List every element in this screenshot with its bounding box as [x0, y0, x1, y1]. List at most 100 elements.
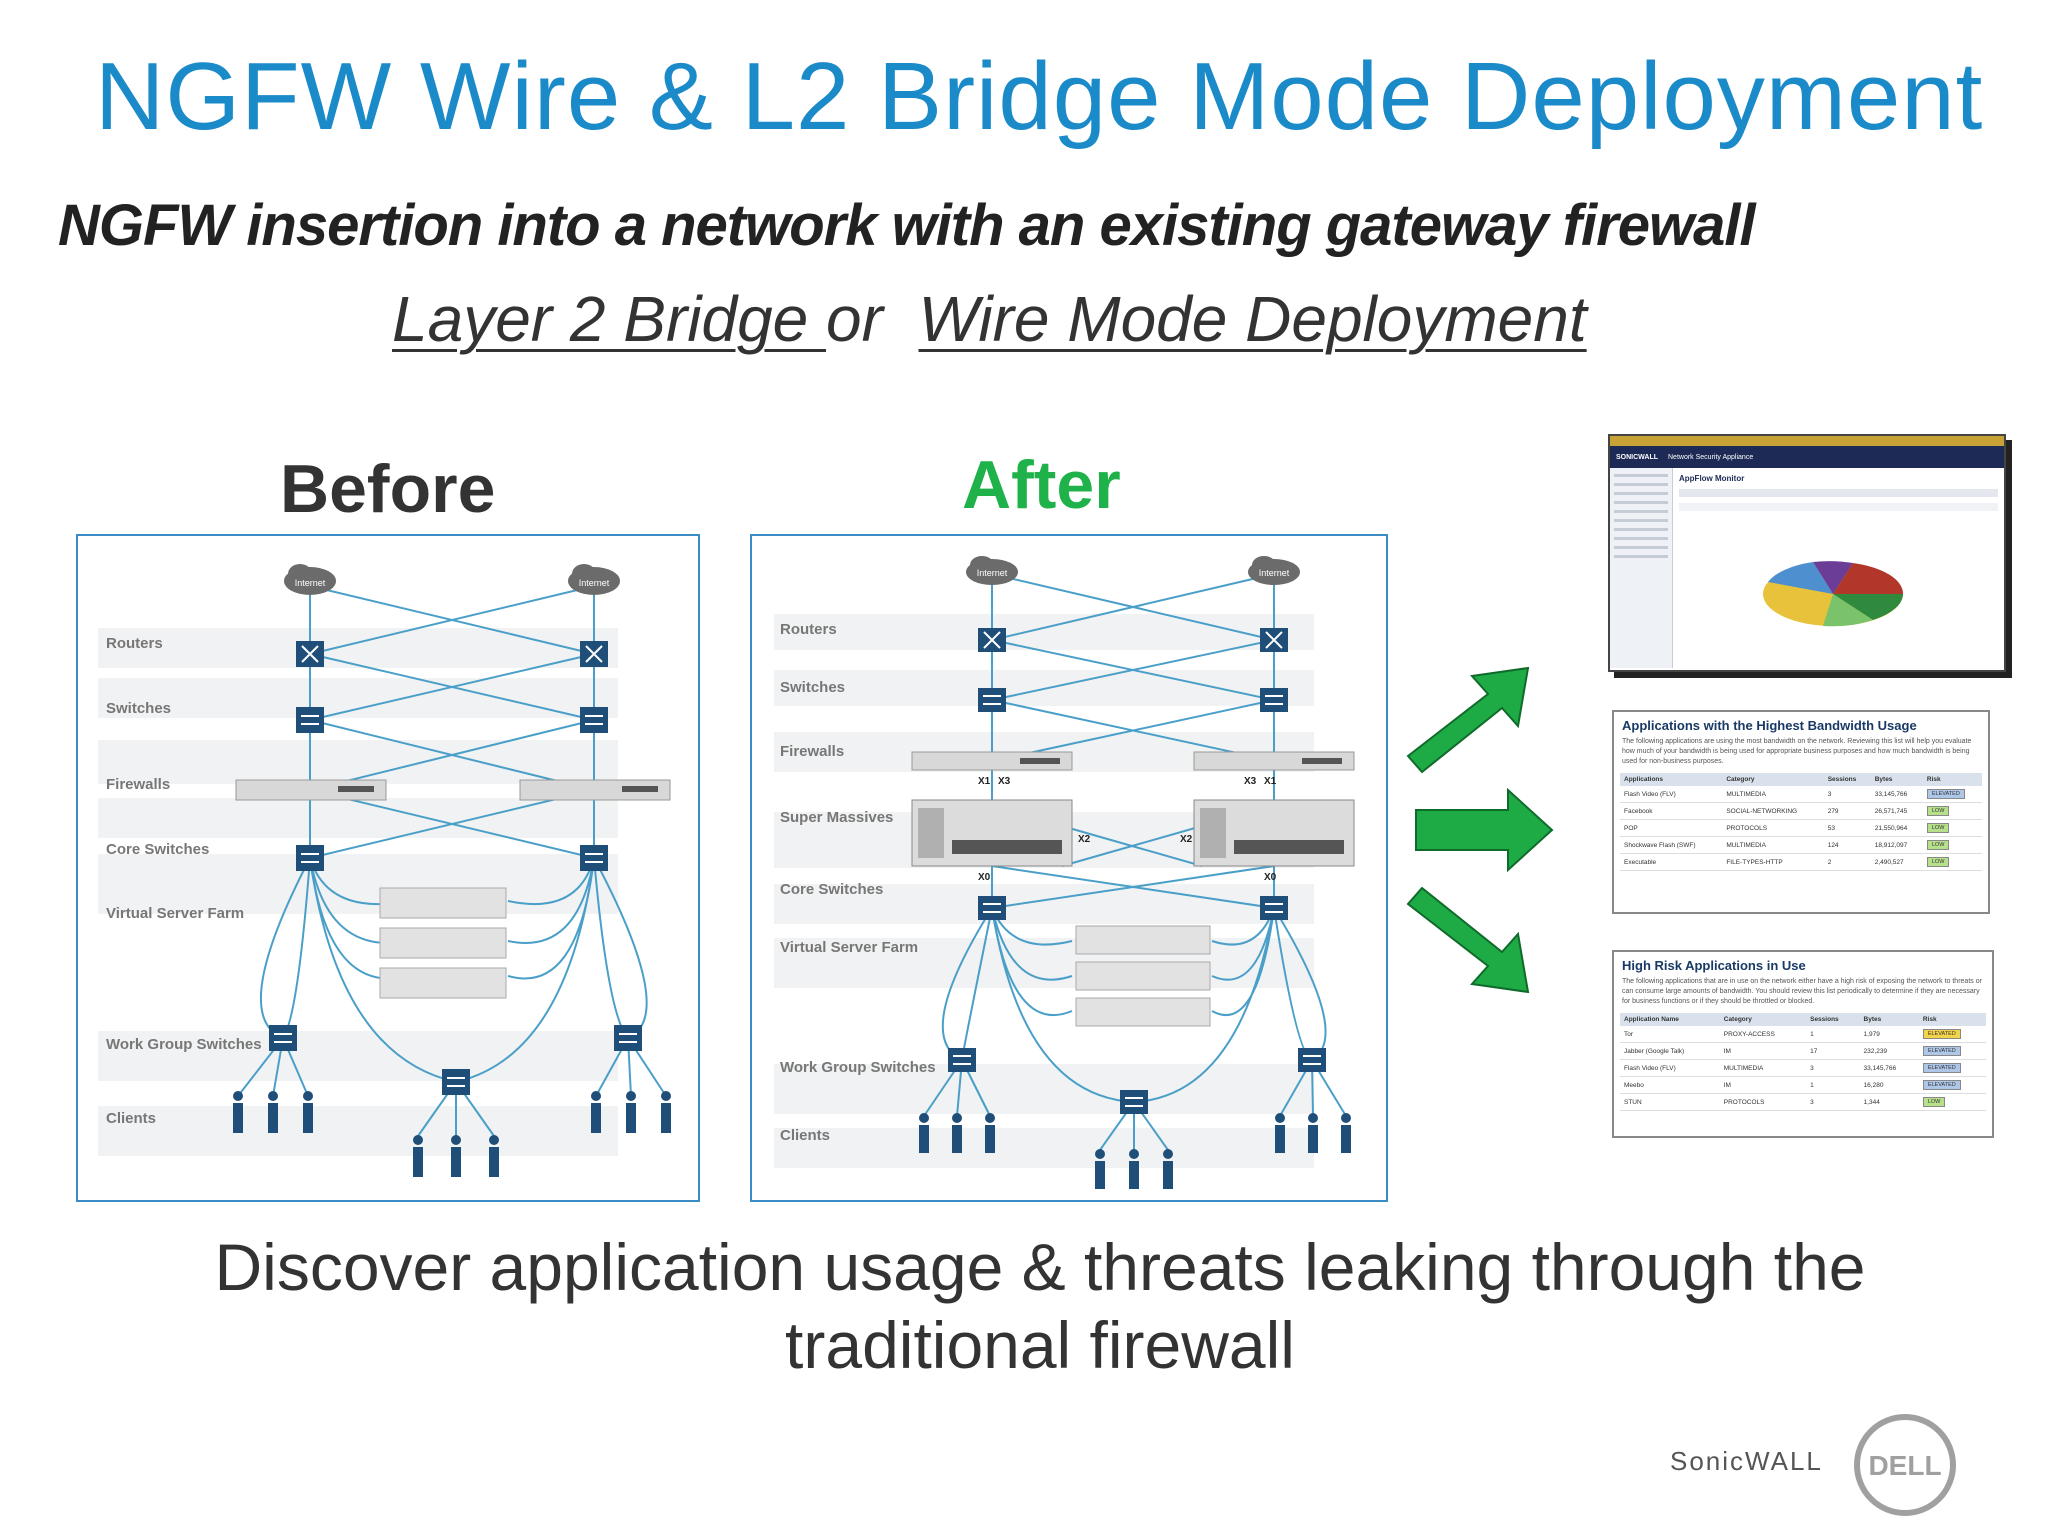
internet-label: Internet — [1259, 568, 1290, 578]
appflow-header: SONICWALL Network Security Appliance — [1610, 446, 2004, 468]
client-user-icon — [1308, 1113, 1318, 1123]
firewall-appliance-icon — [519, 779, 671, 801]
high-risk-report-description: The following applications that are in u… — [1622, 978, 1982, 1005]
client-user-icon — [626, 1091, 636, 1101]
table-cell: Facebook — [1620, 802, 1723, 820]
table-cell: 1,344 — [1859, 1093, 1919, 1111]
arrow-up-right-icon — [1406, 666, 1530, 774]
client-user-icon — [661, 1091, 671, 1101]
internet-cloud-icon: Internet — [284, 564, 336, 595]
wire-mode-text: Wire Mode Deployment — [918, 283, 1587, 355]
workgroup-switch-icon — [269, 1025, 297, 1051]
high-risk-report-screenshot: High Risk Applications in Use The follow… — [1612, 950, 1994, 1138]
deployment-mode-line: Layer 2 Bridge or Wire Mode Deployment — [392, 282, 1587, 356]
risk-badge: LOW — [1926, 806, 1950, 816]
table-cell: IM — [1719, 1042, 1807, 1060]
high-risk-report-title: High Risk Applications in Use — [1622, 958, 1806, 973]
core-switch-icon — [580, 845, 608, 871]
after-network-svg: Routers Switches Firewalls Super Massive… — [774, 556, 1355, 1189]
client-user-icon — [268, 1091, 278, 1101]
client-user-icon — [985, 1113, 995, 1123]
table-cell: 21,550,964 — [1870, 819, 1923, 837]
table-cell: 3 — [1823, 786, 1871, 803]
workgroup-switch-icon — [1298, 1048, 1326, 1072]
core-switch-icon — [1260, 896, 1288, 920]
table-cell: 33,145,766 — [1870, 786, 1923, 803]
switch-icon — [296, 707, 324, 733]
column-header: Application Name — [1620, 1013, 1720, 1026]
appflow-app-name: Network Security Appliance — [1668, 453, 1754, 461]
table-cell: Tor — [1620, 1026, 1720, 1043]
high-risk-table: Application Name Category Sessions Bytes… — [1620, 1013, 1986, 1111]
switch-icon — [1260, 688, 1288, 712]
table-cell: IM — [1719, 1076, 1807, 1094]
table-cell: 1 — [1806, 1026, 1860, 1043]
row-label-clients: Clients — [106, 1110, 156, 1127]
workgroup-switch-icon — [1120, 1090, 1148, 1114]
table-cell: 3 — [1806, 1093, 1860, 1111]
row-label-core-switches: Core Switches — [106, 841, 209, 858]
workgroup-switch-icon — [614, 1025, 642, 1051]
appflow-page-title: AppFlow Monitor — [1679, 474, 1745, 483]
table-cell: STUN — [1620, 1093, 1720, 1111]
client-user-icon — [1341, 1113, 1351, 1123]
bandwidth-table: Applications Category Sessions Bytes Ris… — [1620, 773, 1982, 871]
column-header: Sessions — [1823, 773, 1871, 786]
before-network-svg: Routers Switches Firewalls Core Switches… — [98, 564, 671, 1177]
port-label: X0 — [978, 872, 991, 883]
table-cell: 279 — [1823, 802, 1871, 820]
table-cell: Shockwave Flash (SWF) — [1620, 836, 1723, 854]
client-user-icon — [1275, 1113, 1285, 1123]
table-cell: MULTIMEDIA — [1722, 836, 1824, 854]
column-header: Bytes — [1859, 1013, 1919, 1026]
internet-cloud-icon: Internet — [568, 564, 620, 595]
core-switch-icon — [296, 845, 324, 871]
table-cell: PROTOCOLS — [1722, 819, 1824, 837]
row-label-routers: Routers — [780, 621, 837, 638]
table-cell: FILE-TYPES-HTTP — [1722, 853, 1824, 871]
internet-label: Internet — [977, 568, 1008, 578]
server-icon — [379, 887, 507, 919]
server-icon — [379, 967, 507, 999]
port-label: X3 — [1244, 776, 1257, 787]
dell-logo-text: DELL — [1868, 1450, 1941, 1481]
table-cell: 17 — [1806, 1042, 1860, 1060]
table-cell: 1 — [1806, 1076, 1860, 1094]
bandwidth-report-screenshot: Applications with the Highest Bandwidth … — [1612, 710, 1990, 914]
risk-badge: ELEVATED — [1922, 1046, 1961, 1056]
row-label-firewalls: Firewalls — [106, 776, 170, 793]
before-label: Before — [280, 451, 496, 527]
firewall-appliance-icon — [1193, 751, 1355, 771]
table-cell: POP — [1620, 819, 1723, 837]
table-cell: 232,239 — [1859, 1042, 1919, 1060]
port-label: X2 — [1078, 834, 1091, 845]
server-icon — [1075, 961, 1211, 991]
supermassive-appliance-icon — [1193, 799, 1355, 867]
browser-tab-strip — [1610, 436, 2004, 446]
client-user-icon — [451, 1135, 461, 1145]
row-label-clients: Clients — [780, 1127, 830, 1144]
arrow-down-right-icon — [1406, 886, 1530, 994]
workgroup-switch-icon — [442, 1069, 470, 1095]
dell-logo-icon: DELL — [1854, 1414, 1956, 1516]
row-label-work-group-switches: Work Group Switches — [780, 1059, 936, 1076]
bottom-caption: Discover application usage & threats lea… — [214, 1230, 1866, 1382]
client-user-icon — [489, 1135, 499, 1145]
table-cell: 3 — [1806, 1059, 1860, 1077]
column-header: Risk — [1918, 1013, 1986, 1026]
risk-badge: ELEVATED — [1922, 1029, 1961, 1039]
workgroup-switch-icon — [948, 1048, 976, 1072]
risk-badge: ELEVATED — [1922, 1063, 1961, 1073]
table-cell: PROXY-ACCESS — [1719, 1026, 1807, 1043]
port-label: X1 — [978, 776, 991, 787]
table-cell: 18,912,097 — [1870, 836, 1923, 854]
port-label: X3 — [998, 776, 1011, 787]
sonicwall-brand: SONICWALL — [1616, 453, 1658, 461]
